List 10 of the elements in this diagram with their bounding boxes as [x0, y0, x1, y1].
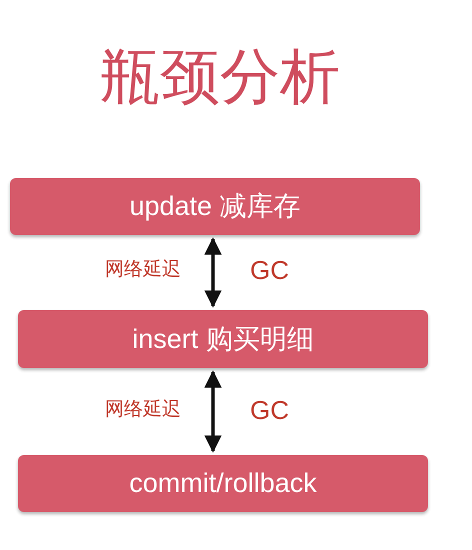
double-arrow — [204, 237, 222, 308]
process-box: insert 购买明细 — [18, 310, 428, 368]
process-box: update 减库存 — [10, 178, 420, 235]
gc-label: GC — [250, 395, 289, 425]
gc-label: GC — [250, 255, 289, 285]
edge-label: 网络延迟 — [105, 258, 181, 282]
double-arrow — [204, 370, 222, 453]
edge-label: 网络延迟 — [105, 398, 181, 422]
process-box: commit/rollback — [18, 455, 428, 512]
title: 瓶颈分析 — [99, 42, 341, 112]
